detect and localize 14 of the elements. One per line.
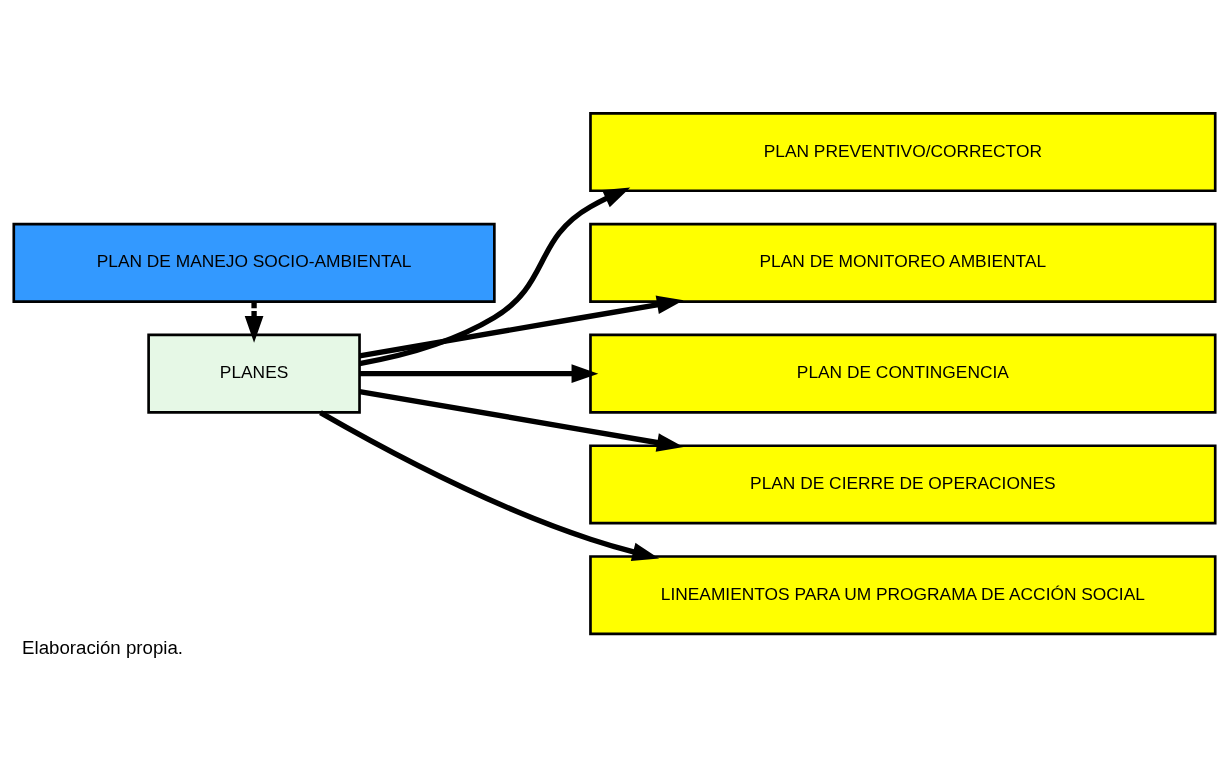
node-box: PLANES xyxy=(147,333,361,414)
caption: Elaboración propia. xyxy=(22,637,183,659)
arrow xyxy=(319,410,660,561)
arrow xyxy=(244,301,264,343)
node-box: PLAN DE MANEJO SOCIO-AMBIENTAL xyxy=(12,222,496,303)
arrow xyxy=(359,295,684,359)
node-box: PLAN DE CONTINGENCIA xyxy=(589,333,1217,414)
node-box: PLAN PREVENTIVO/CORRECTOR xyxy=(589,112,1217,193)
arrow xyxy=(359,388,684,452)
arrow xyxy=(359,364,599,384)
node-box: PLAN DE MONITOREO AMBIENTAL xyxy=(589,222,1217,303)
node-box: LINEAMIENTOS PARA UM PROGRAMA DE ACCIÓN SOCIAL xyxy=(589,555,1217,636)
node-box: PLAN DE CIERRE DE OPERACIONES xyxy=(589,444,1217,525)
arrow xyxy=(359,187,631,367)
